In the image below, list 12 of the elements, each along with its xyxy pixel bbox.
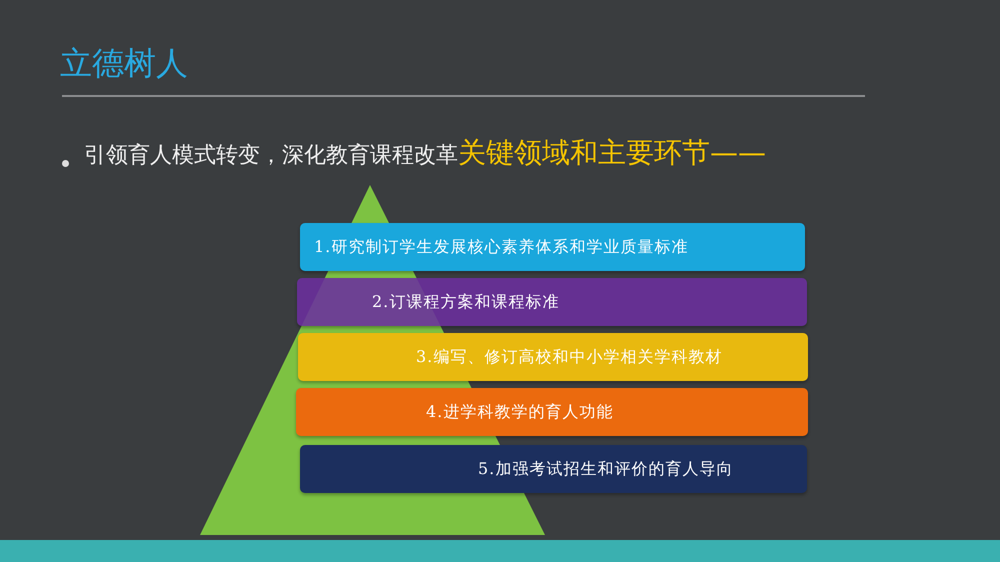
level-text: 5.加强考试招生和评价的育人导向 (478, 458, 734, 480)
level-text: 1.研究制订学生发展核心素养体系和学业质量标准 (314, 236, 688, 258)
level-bar (296, 388, 808, 436)
slide-title: 立德树人 (60, 43, 188, 84)
level-text: 2.订课程方案和课程标准 (372, 292, 560, 312)
level-bar (300, 223, 805, 271)
level-text: 3.编写、修订高校和中小学相关学科教材 (416, 346, 722, 368)
level-bar (297, 278, 807, 326)
level-bar (298, 333, 808, 381)
bullet-text: 引领育人模式转变，深化教育课程改革关键领域和主要环节—— (84, 135, 766, 171)
level-text: 4.进学科教学的育人功能 (426, 402, 614, 422)
level-bar (300, 445, 807, 493)
